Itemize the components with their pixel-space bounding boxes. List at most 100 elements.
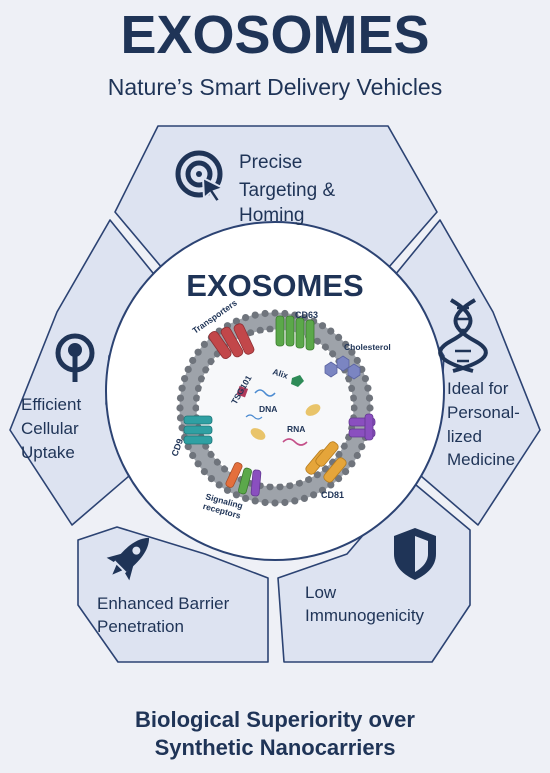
tsg101-molecule	[236, 385, 249, 398]
lipid-head-inner	[347, 384, 356, 392]
lipid-head-outer	[223, 486, 232, 494]
personalized-text: Ideal for Personal- lized Medicine	[447, 379, 525, 469]
lipid-head-inner	[340, 442, 348, 450]
lipid-head-inner	[350, 404, 358, 412]
lipid-head-inner	[194, 384, 203, 392]
lipid-head-inner	[276, 483, 284, 491]
lipid-head-inner	[335, 450, 343, 458]
rna-strand	[282, 438, 308, 446]
shield-icon	[394, 528, 436, 580]
lipid-head-outer	[215, 481, 223, 489]
cd63-protein	[275, 315, 315, 351]
lipid-head-outer	[178, 384, 186, 392]
rocket-icon	[106, 537, 150, 581]
rna-strand-2	[245, 414, 263, 420]
cd81-protein	[305, 441, 347, 483]
lipid-head-outer	[358, 443, 366, 451]
lipid-head-inner	[202, 366, 210, 374]
lipid-head-outer	[242, 314, 250, 322]
footer-line-1: Biological Superiority over	[135, 707, 415, 732]
label-cholesterol: Cholesterol	[344, 342, 391, 352]
lipid-head-outer	[353, 356, 361, 365]
lipid-head-outer	[251, 311, 259, 319]
page-title: EXOSOMES	[120, 5, 429, 65]
lipid-head-outer	[176, 404, 184, 412]
target-cursor-icon	[175, 150, 226, 204]
cargo-yellow-2	[250, 428, 266, 440]
vesicle-membrane	[179, 312, 371, 504]
cell-uptake-icon	[55, 333, 95, 382]
immunogenicity-text: Low Immunogenicity	[305, 583, 425, 625]
lipid-head-outer	[271, 499, 279, 507]
alix-molecule	[291, 375, 304, 387]
lipid-head-outer	[335, 475, 343, 483]
lipid-head-outer	[281, 309, 289, 318]
targeting-text: Precise Targeting & Homing	[239, 152, 340, 226]
dna-helix-icon	[438, 298, 488, 373]
lipid-head-outer	[310, 491, 318, 499]
lipid-head-inner	[321, 343, 329, 351]
lipid-head-inner	[321, 465, 329, 473]
lipid-head-outer	[189, 451, 197, 460]
lipid-head-outer	[281, 498, 289, 507]
vesicle-lumen	[199, 332, 351, 484]
lipid-head-inner	[193, 394, 201, 402]
lipid-head-inner	[305, 475, 313, 484]
lipid-head-outer	[184, 443, 192, 451]
lipid-head-outer	[232, 491, 240, 499]
lipid-head-inner	[349, 394, 357, 402]
membrane-proteins	[183, 315, 376, 497]
lipid-head-outer	[335, 333, 343, 341]
lipid-head-outer	[189, 356, 197, 365]
cd9-protein	[183, 415, 213, 445]
lipid-head-outer	[318, 322, 327, 330]
lipid-head-outer	[364, 384, 372, 392]
dna-strand	[254, 389, 276, 397]
signaling-receptors	[225, 462, 262, 497]
lipid-head-outer	[176, 394, 185, 402]
lipid-head-inner	[247, 329, 255, 337]
exosome-vesicle	[176, 309, 374, 507]
lipid-head-outer	[207, 475, 215, 483]
lipid-head-outer	[251, 497, 259, 505]
page-subtitle: Nature’s Smart Delivery Vehicles	[108, 74, 442, 100]
lipid-head-outer	[200, 468, 208, 476]
lipid-head-outer	[194, 460, 202, 468]
lipid-head-inner	[192, 404, 200, 412]
center-title: EXOSOMES	[186, 268, 363, 303]
panel-immunogenicity	[277, 479, 471, 663]
lipid-head-outer	[291, 497, 299, 505]
violet-protein	[348, 413, 376, 441]
lipid-head-outer	[261, 309, 269, 318]
lipid-head-outer	[365, 394, 374, 402]
vesicle-cargo	[236, 375, 321, 446]
lipid-head-outer	[342, 340, 350, 348]
lipid-head-outer	[176, 414, 185, 422]
lipid-head-inner	[207, 450, 215, 458]
lipid-head-outer	[348, 460, 356, 468]
lipid-head-inner	[213, 458, 221, 466]
lipid-head-inner	[313, 471, 321, 479]
lipid-head-outer	[271, 309, 279, 317]
lipid-head-outer	[181, 375, 189, 383]
lipid-head-outer	[366, 404, 374, 412]
lipid-head-outer	[242, 494, 250, 502]
lipid-head-inner	[221, 465, 229, 473]
lipid-head-outer	[348, 348, 356, 356]
label-rna: RNA	[287, 424, 305, 434]
label-cd63: CD63	[295, 310, 318, 320]
lipid-head-outer	[342, 468, 350, 476]
cholesterol-molecules	[324, 355, 361, 380]
label-cd81: CD81	[321, 490, 344, 500]
lipid-head-inner	[266, 325, 274, 333]
lipid-head-outer	[353, 451, 361, 460]
lipid-head-outer	[184, 365, 192, 373]
barrier-text: Enhanced Barrier Penetration	[97, 594, 234, 636]
lipid-head-inner	[329, 350, 337, 358]
lipid-head-inner	[256, 326, 264, 334]
lipid-head-inner	[295, 479, 303, 487]
lipid-head-outer	[361, 375, 369, 383]
uptake-text: Efficient Cellular Uptake	[21, 395, 86, 462]
lipid-head-outer	[327, 481, 335, 489]
